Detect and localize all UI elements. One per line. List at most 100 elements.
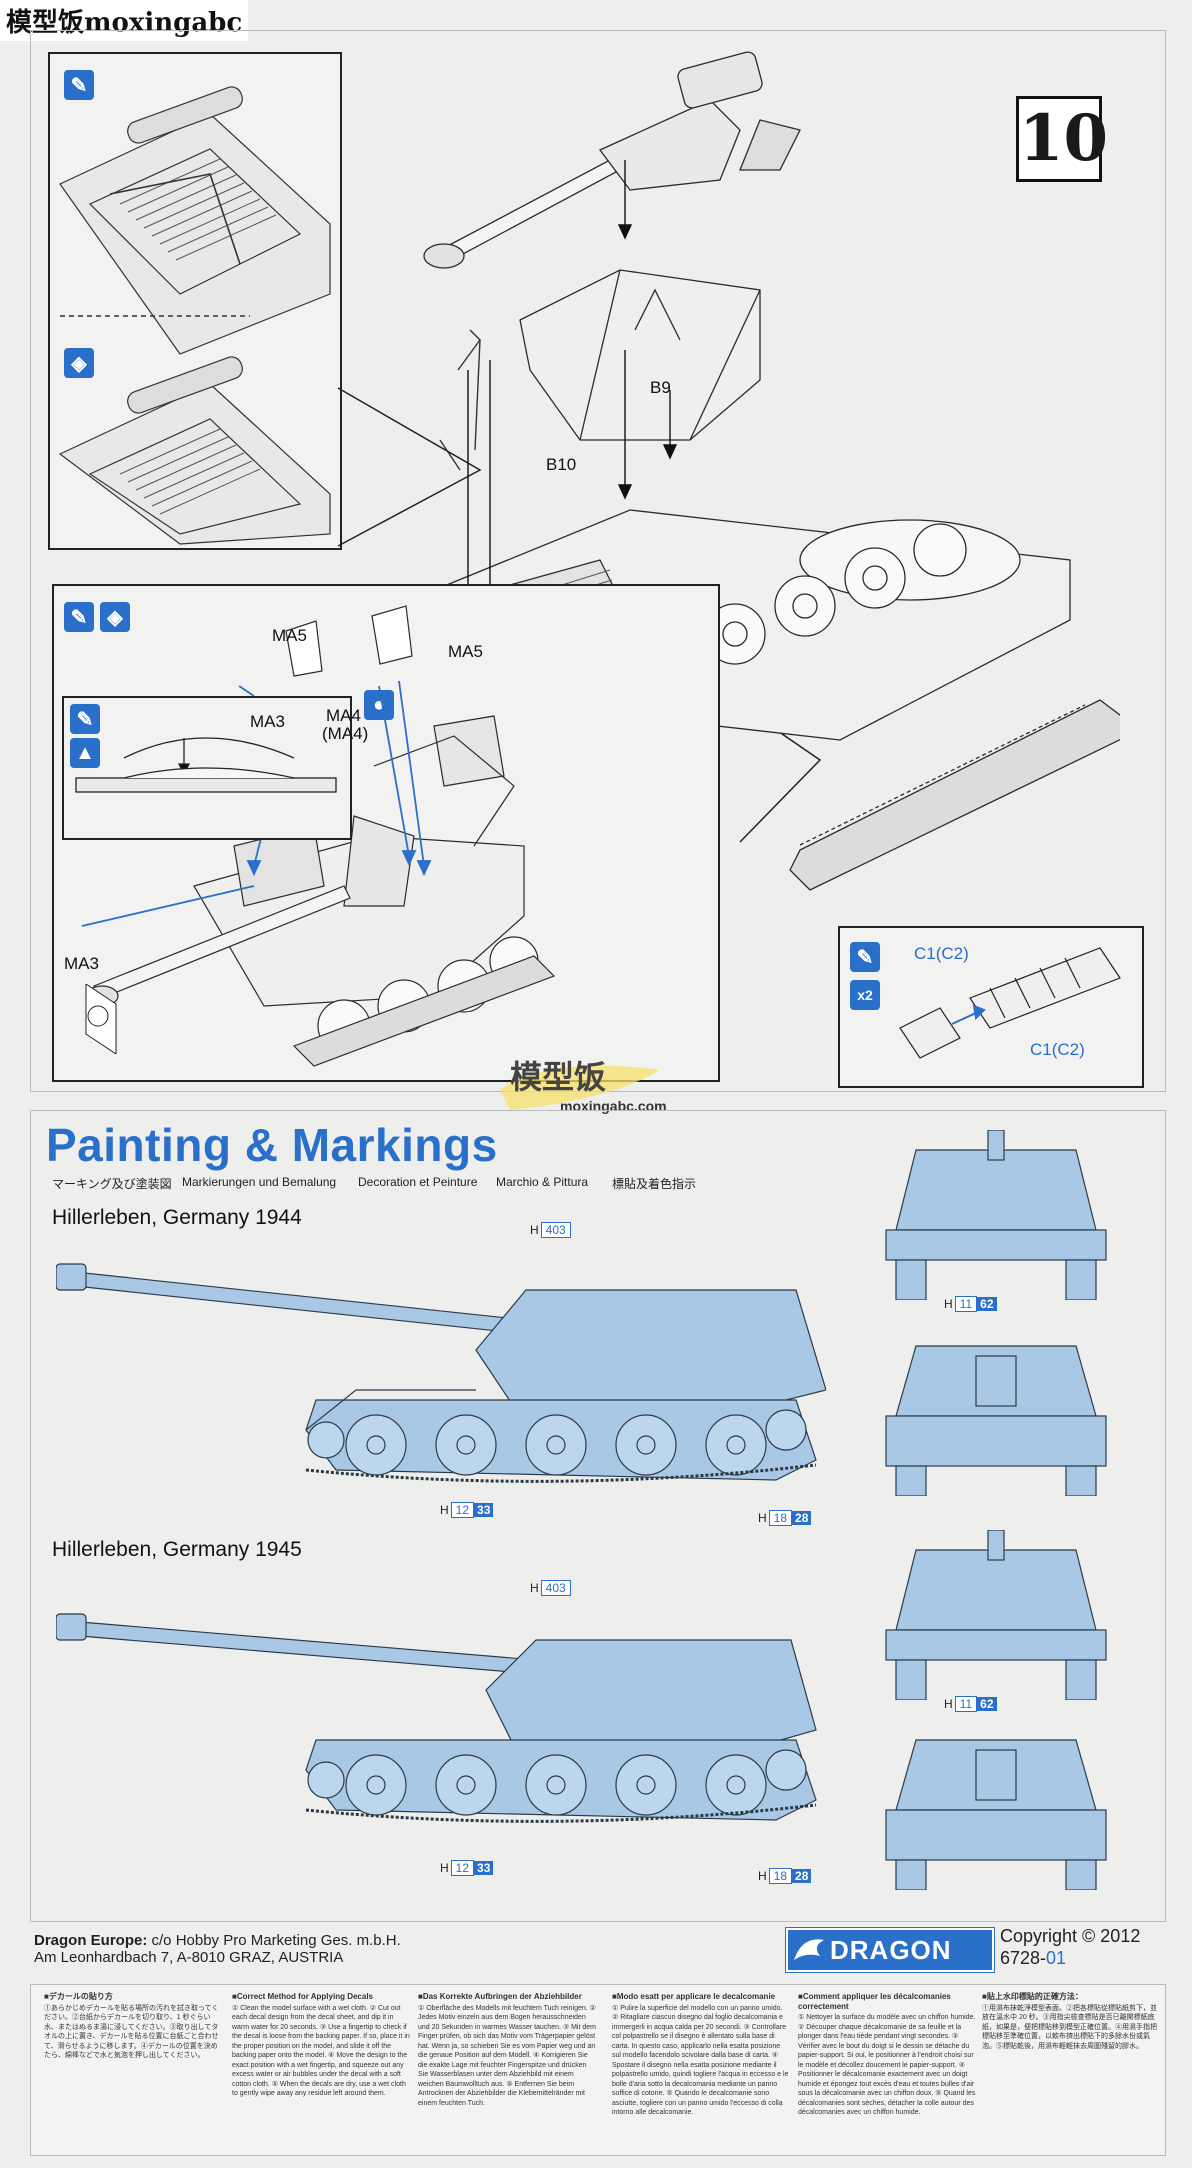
bend-part-icon: ▲ bbox=[70, 738, 100, 768]
step-number: 10 bbox=[1016, 96, 1108, 182]
scheme2-front-view bbox=[885, 1530, 1107, 1700]
inset-assembly-drawing bbox=[81, 605, 556, 1067]
instruction-body: ① Pulire la superficie del modello con u… bbox=[612, 2004, 789, 2117]
paint-drop-icon: ● bbox=[364, 690, 394, 720]
inset-track-detail: ✎ x2 C1(C2) C1(C2) bbox=[838, 926, 1144, 1088]
inset-detail-top: ✎ ◈ bbox=[48, 52, 342, 550]
marker-code: 18 bbox=[768, 1510, 793, 1526]
marker-h: H bbox=[758, 1511, 767, 1525]
instruction-cn: ■貼上水印標貼的正確方法： ①用濕布抹乾淨模型表面。②把各標貼從標貼紙剪下，並放在… bbox=[982, 1992, 1160, 2051]
copyright: Copyright © 2012 bbox=[1000, 1926, 1141, 1946]
part-label-b10: B10 bbox=[546, 455, 577, 474]
scheme2-side-profile bbox=[56, 1613, 817, 1823]
marker-code: 28 bbox=[792, 1511, 812, 1525]
scheme1-title: Hillerleben, Germany 1944 bbox=[52, 1206, 302, 1229]
marker-code: 11 bbox=[954, 1696, 978, 1712]
ma3-muzzle-circle bbox=[85, 984, 117, 1054]
product-code-main: 6728- bbox=[1000, 1948, 1047, 1968]
marker-h: H bbox=[944, 1697, 953, 1711]
painting-frame bbox=[30, 1110, 1166, 1922]
dragon-emblem-icon bbox=[794, 1939, 824, 1960]
instruction-body: ① Clean the model surface with a wet clo… bbox=[232, 2004, 410, 2098]
glue-icon: ✎ bbox=[850, 942, 880, 972]
subtitle-fr: Decoration et Peinture bbox=[358, 1175, 478, 1189]
part-label-c1-bottom: C1(C2) bbox=[1030, 1040, 1085, 1059]
dragon-logo: DRAGON bbox=[785, 1927, 995, 1973]
instruction-heading: ■Das Korrekte Aufbringen der Abziehbilde… bbox=[418, 1992, 582, 2001]
glue-icon: ✎ bbox=[64, 70, 94, 100]
scheme2-rear-view bbox=[885, 1739, 1107, 1890]
marker-h: H bbox=[530, 1581, 539, 1595]
dragon-brand-text: DRAGON bbox=[830, 1934, 952, 1965]
part-label-ma3-bottom: MA3 bbox=[64, 954, 99, 973]
instruction-en: ■Correct Method for Applying Decals ① Cle… bbox=[232, 1992, 410, 2099]
quantity-label: x2 bbox=[857, 987, 873, 1003]
painting-title: Painting & Markings bbox=[46, 1119, 498, 1171]
marker-code: 12 bbox=[450, 1860, 475, 1876]
marker-code: 28 bbox=[792, 1869, 812, 1883]
part-label-ma4-alt: (MA4) bbox=[322, 724, 369, 743]
company-address-line1: c/o Hobby Pro Marketing Ges. m.b.H. bbox=[147, 1932, 401, 1949]
scheme2-title: Hillerleben, Germany 1945 bbox=[52, 1538, 302, 1561]
marker-code: 403 bbox=[540, 1580, 571, 1596]
decal-instructions bbox=[30, 1984, 1166, 2156]
product-code: 6728-01 bbox=[1000, 1948, 1066, 1969]
company-label: Dragon Europe: bbox=[34, 1932, 148, 1949]
subtitle-de: Markierungen und Bemalung bbox=[182, 1175, 337, 1189]
marker-code: 33 bbox=[474, 1503, 494, 1517]
glue-icon: ✎ bbox=[70, 704, 100, 734]
remove-part-icon: ◈ bbox=[100, 602, 130, 632]
instruction-body: ① Oberfläche des Modells mit feuchtem Tu… bbox=[418, 2004, 596, 2107]
marker-code: 33 bbox=[474, 1861, 494, 1875]
quantity-icon: x2 bbox=[850, 980, 880, 1010]
scheme1-front-view bbox=[885, 1130, 1107, 1300]
ma3-bend-drawing bbox=[75, 737, 337, 793]
marker-code: 62 bbox=[977, 1297, 997, 1311]
company-line1: Dragon Europe: c/o Hobby Pro Marketing G… bbox=[34, 1932, 401, 1949]
marker-h: H bbox=[758, 1869, 767, 1883]
company-address: Dragon Europe: c/o Hobby Pro Marketing G… bbox=[34, 1932, 401, 1966]
part-label-ma3-top: MA3 bbox=[250, 712, 285, 731]
instruction-body: ①用濕布抹乾淨模型表面。②把各標貼從標貼紙剪下，並放在溫水中 20 秒。③用指尖… bbox=[982, 2004, 1157, 2050]
subtitle-it: Marchio & Pittura bbox=[496, 1175, 589, 1189]
subtitle-cn: 標貼及着色指示 bbox=[612, 1177, 697, 1191]
marker-code: 12 bbox=[450, 1502, 475, 1518]
marker-code: 18 bbox=[768, 1868, 793, 1884]
instruction-fr: ■Comment appliquer les décalcomanies cor… bbox=[798, 1992, 976, 2118]
instruction-body: ①あらかじめデカールを貼る場所の汚れを拭き取ってください。②台紙からデカールを切… bbox=[44, 2004, 219, 2060]
marker-code: 11 bbox=[954, 1296, 978, 1312]
inset-ma3-detail: ✎ ▲ MA3 bbox=[62, 696, 352, 840]
part-label-ma5-left: MA5 bbox=[272, 626, 307, 645]
remove-part-icon: ◈ bbox=[64, 348, 94, 378]
instruction-body: ① Nettoyer la surface du modèle avec un … bbox=[798, 2014, 976, 2116]
subtitle-jp: マーキング及び塗装図 bbox=[52, 1177, 172, 1191]
marker-code: 62 bbox=[977, 1697, 997, 1711]
scheme1-side-profile bbox=[56, 1263, 826, 1483]
marker-code: 403 bbox=[540, 1222, 571, 1238]
product-code-suffix: 01 bbox=[1046, 1948, 1067, 1968]
instruction-heading: ■Modo esatt per applicare le decalcomani… bbox=[612, 1992, 776, 2001]
part-label-ma5-right: MA5 bbox=[448, 642, 483, 661]
instruction-heading: ■Correct Method for Applying Decals bbox=[232, 1992, 373, 2001]
part-label-ma4: MA4 bbox=[326, 706, 361, 725]
instruction-de: ■Das Korrekte Aufbringen der Abziehbilde… bbox=[418, 1992, 596, 2108]
company-address-line2: Am Leonhardbach 7, A-8010 GRAZ, AUSTRIA bbox=[34, 1949, 344, 1966]
watermark-top: 模型饭moxingabc bbox=[0, 0, 249, 41]
instruction-it: ■Modo esatt per applicare le decalcomani… bbox=[612, 1992, 790, 2118]
marker-h: H bbox=[530, 1223, 539, 1237]
part-label-c1-top: C1(C2) bbox=[914, 944, 969, 963]
glue-icon: ✎ bbox=[64, 602, 94, 632]
scheme1-rear-view bbox=[885, 1345, 1107, 1496]
track-link-drawing bbox=[899, 947, 1121, 1059]
marker-h: H bbox=[440, 1861, 449, 1875]
instruction-heading: ■貼上水印標貼的正確方法： bbox=[982, 1992, 1083, 2001]
